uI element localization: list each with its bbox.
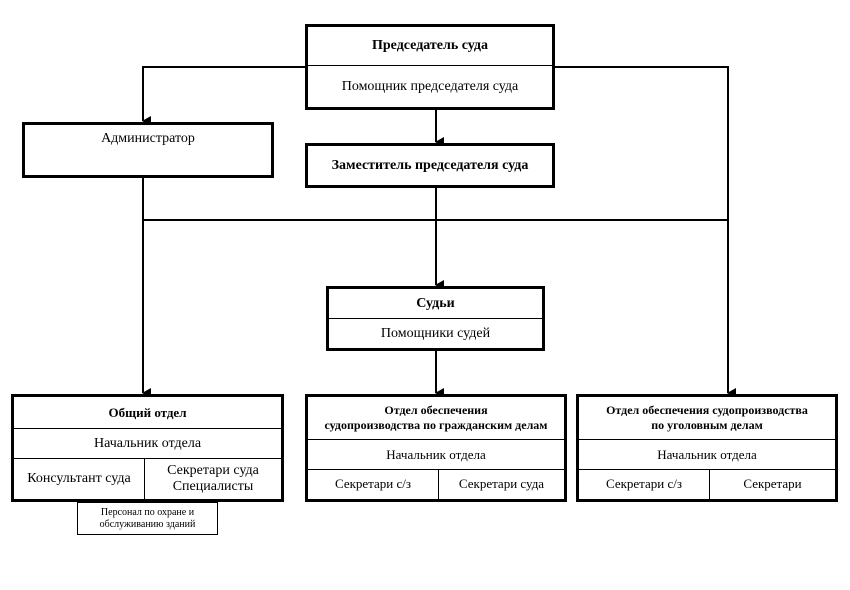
general-dept-box: Общий отдел Начальник отдела Консультант… — [11, 394, 284, 502]
civil-dept-court-session-secretaries: Секретари с/з — [308, 469, 438, 499]
building-staff-box: Персонал по охране и обслуживанию зданий — [77, 502, 218, 535]
building-staff-line2: обслуживанию зданий — [99, 518, 196, 530]
criminal-dept-title-line2: по уголовным делам — [651, 418, 763, 432]
building-staff-line1: Персонал по охране и — [100, 507, 195, 518]
general-dept-consultant: Консультант суда — [14, 458, 144, 499]
chairman-assistant: Помощник председателя суда — [308, 65, 552, 107]
judges-assistants: Помощники судей — [329, 318, 542, 348]
general-dept-specialists: Специалисты — [172, 479, 254, 494]
civil-dept-title-line1: Отдел обеспечения — [384, 403, 488, 417]
criminal-dept-head: Начальник отдела — [579, 439, 835, 469]
general-dept-head: Начальник отдела — [14, 428, 281, 458]
chairman-box: Председатель суда Помощник председателя … — [305, 24, 555, 110]
deputy-box: Заместитель председателя суда — [305, 143, 555, 188]
civil-dept-box: Отдел обеспечения судопроизводства по гр… — [305, 394, 567, 502]
civil-dept-title-line2: судопроизводства по гражданским делам — [324, 418, 548, 432]
criminal-dept-box: Отдел обеспечения судопроизводства по уг… — [576, 394, 838, 502]
general-dept-title: Общий отдел — [108, 404, 187, 420]
criminal-dept-secretaries: Секретари — [709, 469, 835, 499]
civil-dept-head: Начальник отдела — [308, 439, 564, 469]
civil-dept-title: Отдел обеспечения судопроизводства по гр… — [308, 397, 564, 439]
civil-dept-court-secretaries: Секретари суда — [438, 469, 564, 499]
administrator-box: Администратор — [22, 122, 274, 178]
general-dept-staff-cell: Секретари суда Специалисты — [144, 458, 281, 499]
criminal-dept-title: Отдел обеспечения судопроизводства по уг… — [579, 397, 835, 439]
criminal-dept-title-line1: Отдел обеспечения судопроизводства — [606, 403, 808, 417]
chairman-title: Председатель суда — [372, 38, 488, 53]
judges-title: Судьи — [416, 295, 455, 311]
judges-box: Судьи Помощники судей — [326, 286, 545, 351]
arrow-to-criminal-dept — [555, 66, 736, 398]
administrator-title: Администратор — [101, 131, 195, 146]
general-dept-secretaries: Секретари суда — [167, 462, 259, 478]
criminal-dept-court-session-secretaries: Секретари с/з — [579, 469, 709, 499]
deputy-title: Заместитель председателя суда — [331, 157, 529, 173]
arrow-to-administrator — [142, 66, 305, 126]
